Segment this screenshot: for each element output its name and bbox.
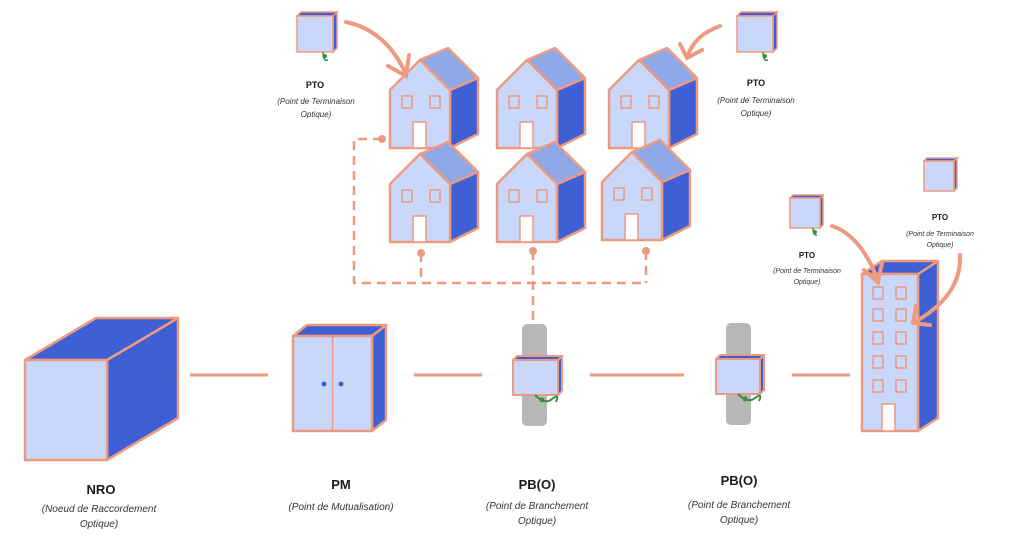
pto-title: PTO [306, 80, 324, 90]
arrow-icon [344, 20, 407, 74]
house-icon [495, 140, 587, 244]
apartment-building-icon [860, 259, 940, 433]
pm-subtitle-1: (Point de Mutualisation) [288, 502, 393, 513]
pbo-1-label: PB(O) (Point de Branchement Optique) [486, 477, 590, 527]
pbo-1-title: PB(O) [519, 477, 556, 492]
pbo-2-subtitle-2: Optique) [720, 515, 758, 526]
wall-outlet-icon [922, 156, 959, 193]
nro-subtitle-1: (Noeud de Raccordement [42, 504, 158, 515]
dot [378, 135, 386, 143]
nro-subtitle-2: Optique) [80, 519, 118, 530]
house-icon [607, 46, 699, 150]
pto-subtitle-2: Optique) [301, 110, 332, 119]
arrow-icon [913, 253, 963, 324]
house-icon [600, 138, 692, 242]
dot [529, 247, 537, 255]
house-icon [495, 46, 587, 150]
pto-label-4: PTO (Point de Terminaison Optique) [906, 213, 974, 249]
pto-subtitle-2: Optique) [741, 109, 772, 118]
dot [417, 249, 425, 257]
pto-label-1: PTO (Point de Terminaison Optique) [277, 80, 355, 119]
pto-label-2: PTO (Point de Terminaison Optique) [717, 78, 795, 118]
arrow-icon [386, 53, 411, 80]
pbo-1-subtitle-1: (Point de Branchement [486, 501, 590, 512]
dashed-distribution-lines [352, 137, 648, 325]
pto-subtitle-1: (Point de Terminaison [277, 97, 355, 106]
pto-subtitle-1: (Point de Terminaison [773, 268, 841, 275]
dot [642, 247, 650, 255]
connection-dots [378, 135, 650, 257]
arrow-icon [830, 224, 879, 280]
pm-label: PM (Point de Mutualisation) [288, 477, 393, 513]
house-icon [388, 46, 480, 150]
wall-outlet-icon [735, 10, 779, 62]
house-icon [388, 140, 480, 244]
arrow-icon [678, 42, 704, 61]
wall-outlet-icon [788, 193, 825, 236]
dashed-bus [352, 137, 646, 285]
pm-title: PM [331, 477, 351, 492]
pbo-1-subtitle-2: Optique) [518, 516, 556, 527]
wall-outlet-icon [295, 10, 339, 62]
pbo-2-title: PB(O) [721, 473, 758, 488]
pto-title: PTO [932, 213, 948, 222]
pbo-2-label: PB(O) (Point de Branchement Optique) [688, 473, 792, 526]
pto-arrows [344, 20, 963, 327]
pto-title: PTO [747, 78, 765, 88]
arrow-icon [862, 261, 884, 286]
pbo-2-subtitle-1: (Point de Branchement [688, 500, 792, 511]
nro-label: NRO (Noeud de Raccordement Optique) [42, 482, 158, 530]
arrow-icon [910, 304, 932, 327]
pto-subtitle-2: Optique) [794, 279, 821, 286]
pole-box-icon [512, 324, 563, 426]
data-center-cube-icon [23, 316, 180, 462]
cabinet-icon [291, 323, 388, 433]
pto-label-3: PTO (Point de Terminaison Optique) [773, 251, 841, 286]
arrow-icon [686, 24, 722, 57]
nro-title: NRO [87, 482, 116, 497]
pto-subtitle-1: (Point de Terminaison [906, 231, 974, 238]
pto-subtitle-1: (Point de Terminaison [717, 96, 795, 105]
pto-subtitle-2: Optique) [927, 242, 954, 249]
pole-box-icon [715, 323, 765, 425]
pto-title: PTO [799, 251, 815, 260]
